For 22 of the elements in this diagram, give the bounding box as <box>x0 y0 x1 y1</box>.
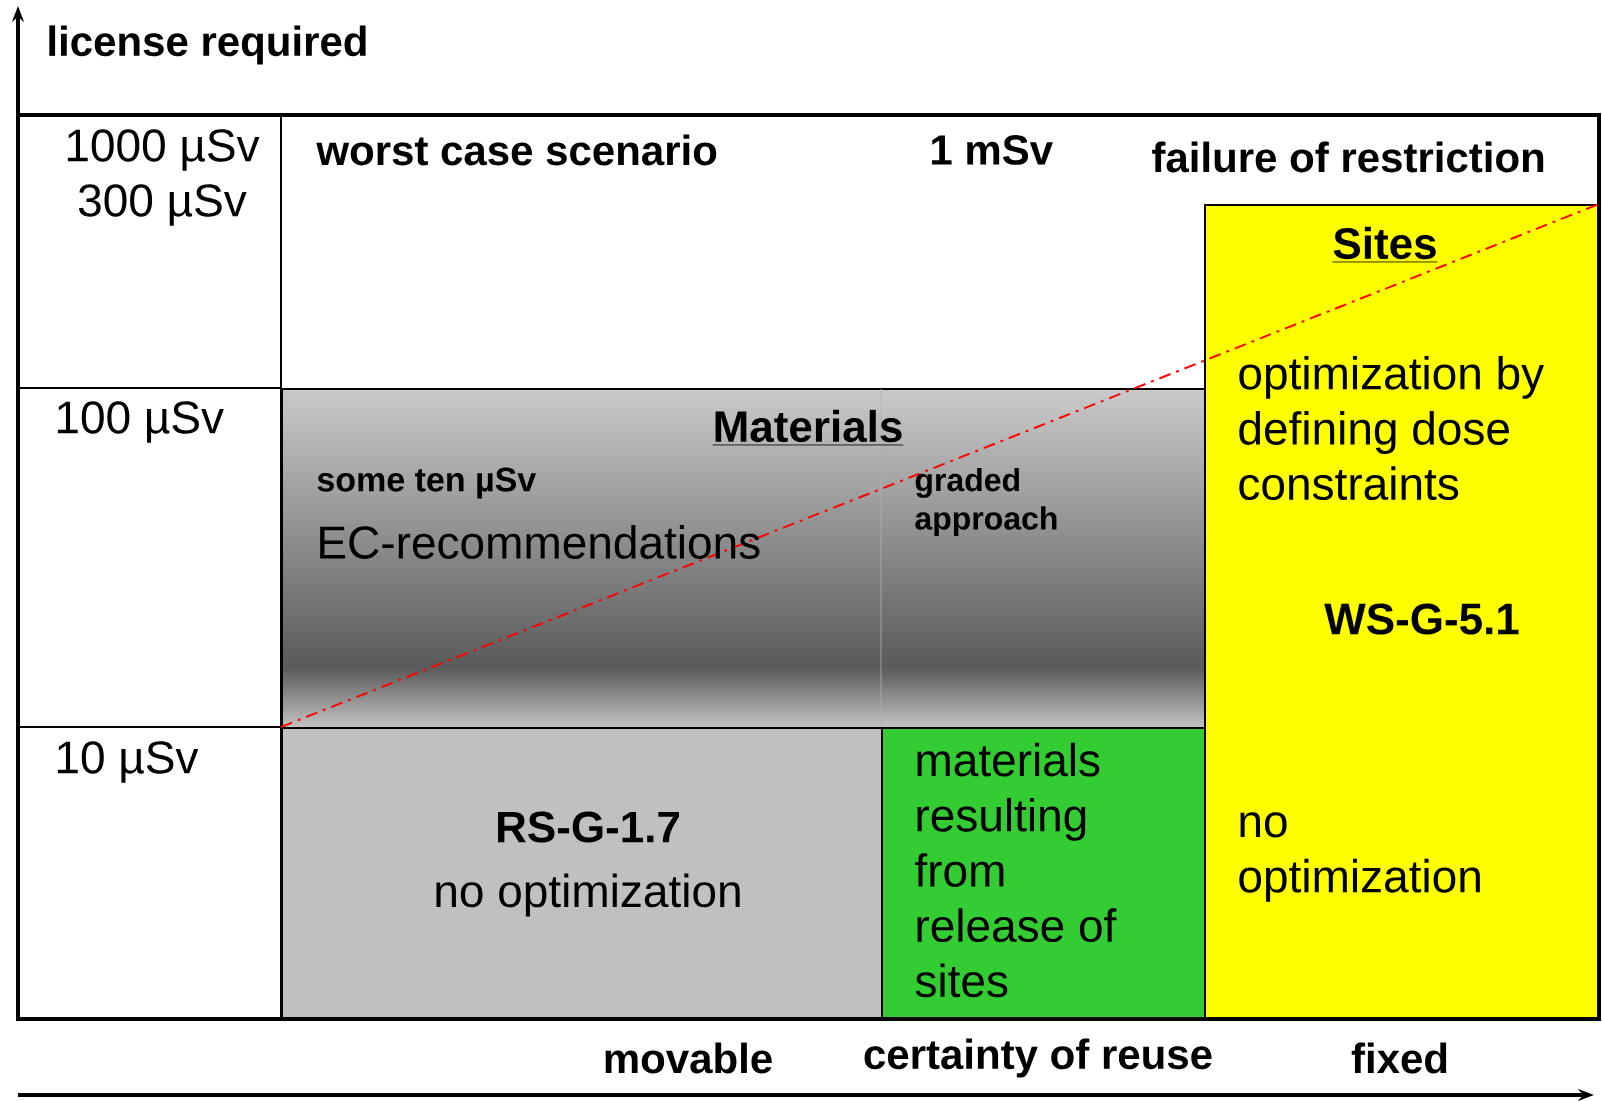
axis-label: 300 µSv <box>78 184 247 226</box>
axis-label: license required <box>49 25 366 65</box>
box-label: graded approach <box>915 467 1057 537</box>
box-label: Materials <box>712 409 904 446</box>
box-label: no optimization <box>1239 812 1480 902</box>
materials-band <box>281 388 1206 729</box>
axis-label: worst case scenario <box>316 134 717 166</box>
box-label: some ten µSv <box>317 467 537 499</box>
box-label: WS-G-5.1 <box>1324 603 1519 635</box>
box-label: RS-G-1.7 <box>498 811 679 843</box>
box-label: materials resulting from release of sites <box>915 742 1117 998</box>
box-label: optimization by defining dose constraints <box>1239 355 1545 501</box>
box-label: EC-recommendations <box>320 525 760 559</box>
axis-label: movable <box>605 1042 772 1074</box>
node-text: some ten µSv EC-recommendations <box>317 467 760 559</box>
axis-label: 100 µSv <box>57 401 224 443</box>
axis-label: 10 µSv <box>57 741 199 783</box>
axis-label: certainty of reuse <box>864 1038 1212 1078</box>
box-label: no optimization <box>436 873 740 917</box>
axis-label: 1000 µSv <box>67 129 260 171</box>
axis-label: 1 mSv <box>932 135 1053 165</box>
box-label: Sites <box>1332 226 1438 263</box>
